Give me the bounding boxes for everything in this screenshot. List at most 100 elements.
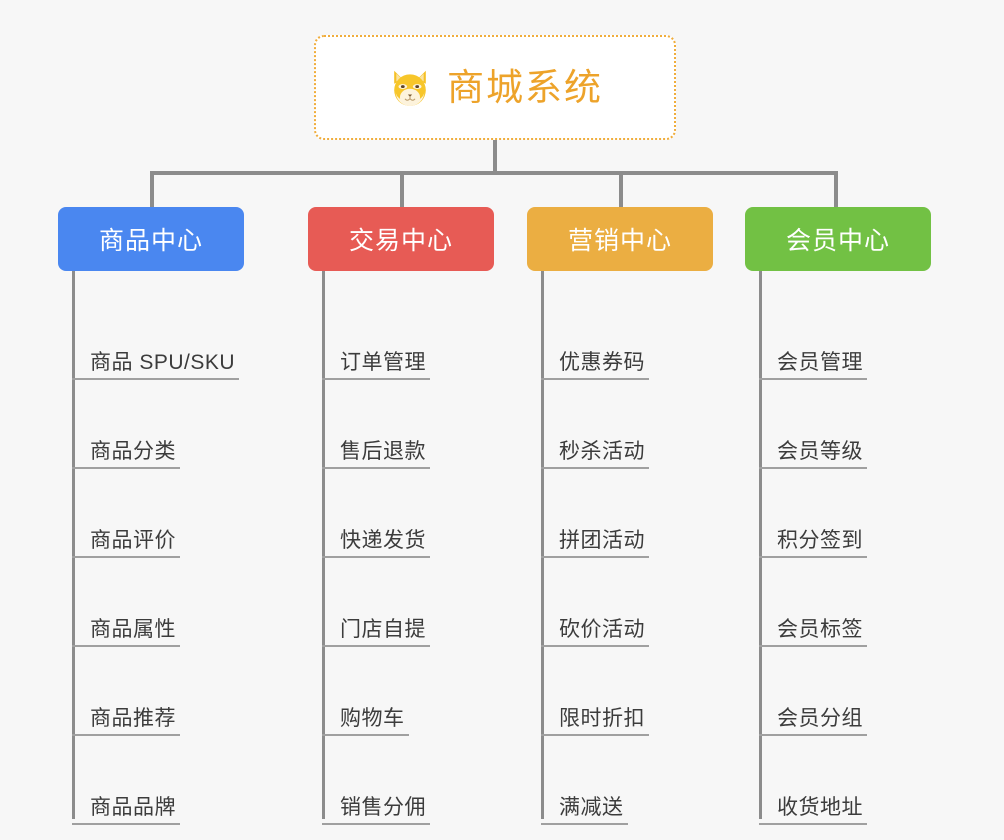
branch-spine bbox=[72, 271, 75, 819]
branch-header-trade[interactable]: 交易中心 bbox=[308, 207, 494, 271]
root-title: 商城系统 bbox=[447, 67, 603, 108]
leaf-underline bbox=[72, 378, 239, 380]
leaf-label: 门店自提 bbox=[340, 617, 426, 641]
branch-header-marketing[interactable]: 营销中心 bbox=[527, 207, 713, 271]
shiba-dog-icon bbox=[394, 70, 426, 106]
leaf-label: 售后退款 bbox=[340, 439, 426, 463]
leaf-label: 订单管理 bbox=[340, 350, 426, 374]
leaf-item[interactable]: 拼团活动 bbox=[527, 469, 713, 558]
leaf-underline bbox=[541, 823, 628, 825]
leaf-underline bbox=[541, 734, 649, 736]
branch-header-label: 营销中心 bbox=[567, 227, 672, 255]
leaf-underline bbox=[759, 645, 867, 647]
leaf-underline bbox=[72, 734, 180, 736]
branch-header-label: 商品中心 bbox=[98, 227, 203, 255]
branch-header-label: 交易中心 bbox=[348, 227, 453, 255]
leaf-underline bbox=[322, 378, 430, 380]
leaf-item[interactable]: 门店自提 bbox=[308, 558, 494, 647]
leaf-item[interactable]: 优惠券码 bbox=[527, 291, 713, 380]
leaf-label: 会员分组 bbox=[777, 706, 863, 730]
leaf-label: 会员管理 bbox=[777, 350, 863, 374]
leaf-underline bbox=[322, 823, 430, 825]
branch-spine bbox=[322, 271, 325, 819]
branch-column-member: 会员中心 会员管理 会员等级 积分签到 会员标签 会员分组 bbox=[745, 207, 931, 825]
connector-drop-branch-1 bbox=[150, 171, 154, 207]
leaf-item[interactable]: 会员管理 bbox=[745, 291, 931, 380]
leaf-label: 满减送 bbox=[559, 795, 624, 819]
leaf-label: 商品推荐 bbox=[90, 706, 176, 730]
leaf-label: 销售分佣 bbox=[340, 795, 426, 819]
leaf-underline bbox=[759, 734, 867, 736]
leaf-underline bbox=[72, 556, 180, 558]
connector-root-stem bbox=[493, 140, 497, 173]
leaf-label: 快递发货 bbox=[340, 528, 426, 552]
leaf-label: 收货地址 bbox=[777, 795, 863, 819]
leaf-item[interactable]: 快递发货 bbox=[308, 469, 494, 558]
leaf-item[interactable]: 秒杀活动 bbox=[527, 380, 713, 469]
branch-header-label: 会员中心 bbox=[785, 227, 890, 255]
leaf-label: 拼团活动 bbox=[559, 528, 645, 552]
branch-spine bbox=[541, 271, 544, 819]
leaf-label: 商品 SPU/SKU bbox=[90, 350, 236, 374]
leaf-label: 会员等级 bbox=[777, 439, 863, 463]
leaf-item[interactable]: 满减送 bbox=[527, 736, 713, 825]
leaf-underline bbox=[72, 645, 180, 647]
leaf-item[interactable]: 商品属性 bbox=[58, 558, 244, 647]
leaf-underline bbox=[759, 823, 867, 825]
branch-column-marketing: 营销中心 优惠券码 秒杀活动 拼团活动 砍价活动 限时折扣 bbox=[527, 207, 713, 825]
leaf-underline bbox=[759, 556, 867, 558]
leaf-underline bbox=[541, 378, 649, 380]
leaf-label: 秒杀活动 bbox=[559, 439, 645, 463]
leaf-list-marketing: 优惠券码 秒杀活动 拼团活动 砍价活动 限时折扣 满减送 bbox=[527, 271, 713, 825]
connector-horizontal-bus bbox=[150, 171, 838, 175]
leaf-underline bbox=[541, 645, 649, 647]
leaf-item[interactable]: 售后退款 bbox=[308, 380, 494, 469]
leaf-item[interactable]: 会员等级 bbox=[745, 380, 931, 469]
leaf-item[interactable]: 订单管理 bbox=[308, 291, 494, 380]
leaf-label: 商品品牌 bbox=[90, 795, 176, 819]
leaf-underline bbox=[541, 467, 649, 469]
leaf-item[interactable]: 积分签到 bbox=[745, 469, 931, 558]
branch-column-trade: 交易中心 订单管理 售后退款 快递发货 门店自提 购物车 bbox=[308, 207, 494, 825]
leaf-label: 商品分类 bbox=[90, 439, 176, 463]
leaf-underline bbox=[72, 823, 180, 825]
leaf-list-trade: 订单管理 售后退款 快递发货 门店自提 购物车 销售分佣 bbox=[308, 271, 494, 825]
leaf-item[interactable]: 商品推荐 bbox=[58, 647, 244, 736]
leaf-item[interactable]: 砍价活动 bbox=[527, 558, 713, 647]
leaf-list-member: 会员管理 会员等级 积分签到 会员标签 会员分组 收货地址 bbox=[745, 271, 931, 825]
leaf-label: 购物车 bbox=[340, 706, 405, 730]
branch-spine bbox=[759, 271, 762, 819]
root-node[interactable]: 商城系统 bbox=[314, 35, 676, 140]
leaf-list-product: 商品 SPU/SKU 商品分类 商品评价 商品属性 商品推荐 商品品牌 bbox=[58, 271, 244, 825]
leaf-underline bbox=[322, 645, 430, 647]
leaf-label: 积分签到 bbox=[777, 528, 863, 552]
branch-column-product: 商品中心 商品 SPU/SKU 商品分类 商品评价 商品属性 商品推荐 bbox=[58, 207, 244, 825]
leaf-item[interactable]: 销售分佣 bbox=[308, 736, 494, 825]
leaf-underline bbox=[72, 467, 180, 469]
leaf-label: 限时折扣 bbox=[559, 706, 645, 730]
branch-header-product[interactable]: 商品中心 bbox=[58, 207, 244, 271]
leaf-label: 商品属性 bbox=[90, 617, 176, 641]
leaf-item[interactable]: 收货地址 bbox=[745, 736, 931, 825]
leaf-underline bbox=[541, 556, 649, 558]
leaf-underline bbox=[759, 467, 867, 469]
leaf-item[interactable]: 商品分类 bbox=[58, 380, 244, 469]
leaf-item[interactable]: 会员分组 bbox=[745, 647, 931, 736]
branch-header-member[interactable]: 会员中心 bbox=[745, 207, 931, 271]
leaf-item[interactable]: 商品评价 bbox=[58, 469, 244, 558]
leaf-item[interactable]: 限时折扣 bbox=[527, 647, 713, 736]
leaf-underline bbox=[322, 556, 430, 558]
connector-drop-branch-3 bbox=[619, 171, 623, 207]
leaf-label: 商品评价 bbox=[90, 528, 176, 552]
leaf-label: 砍价活动 bbox=[559, 617, 645, 641]
connector-drop-branch-4 bbox=[834, 171, 838, 207]
leaf-item[interactable]: 会员标签 bbox=[745, 558, 931, 647]
leaf-underline bbox=[322, 734, 409, 736]
leaf-label: 会员标签 bbox=[777, 617, 863, 641]
leaf-item[interactable]: 商品品牌 bbox=[58, 736, 244, 825]
leaf-underline bbox=[759, 378, 867, 380]
leaf-item[interactable]: 商品 SPU/SKU bbox=[58, 291, 244, 380]
leaf-underline bbox=[322, 467, 430, 469]
leaf-item[interactable]: 购物车 bbox=[308, 647, 494, 736]
